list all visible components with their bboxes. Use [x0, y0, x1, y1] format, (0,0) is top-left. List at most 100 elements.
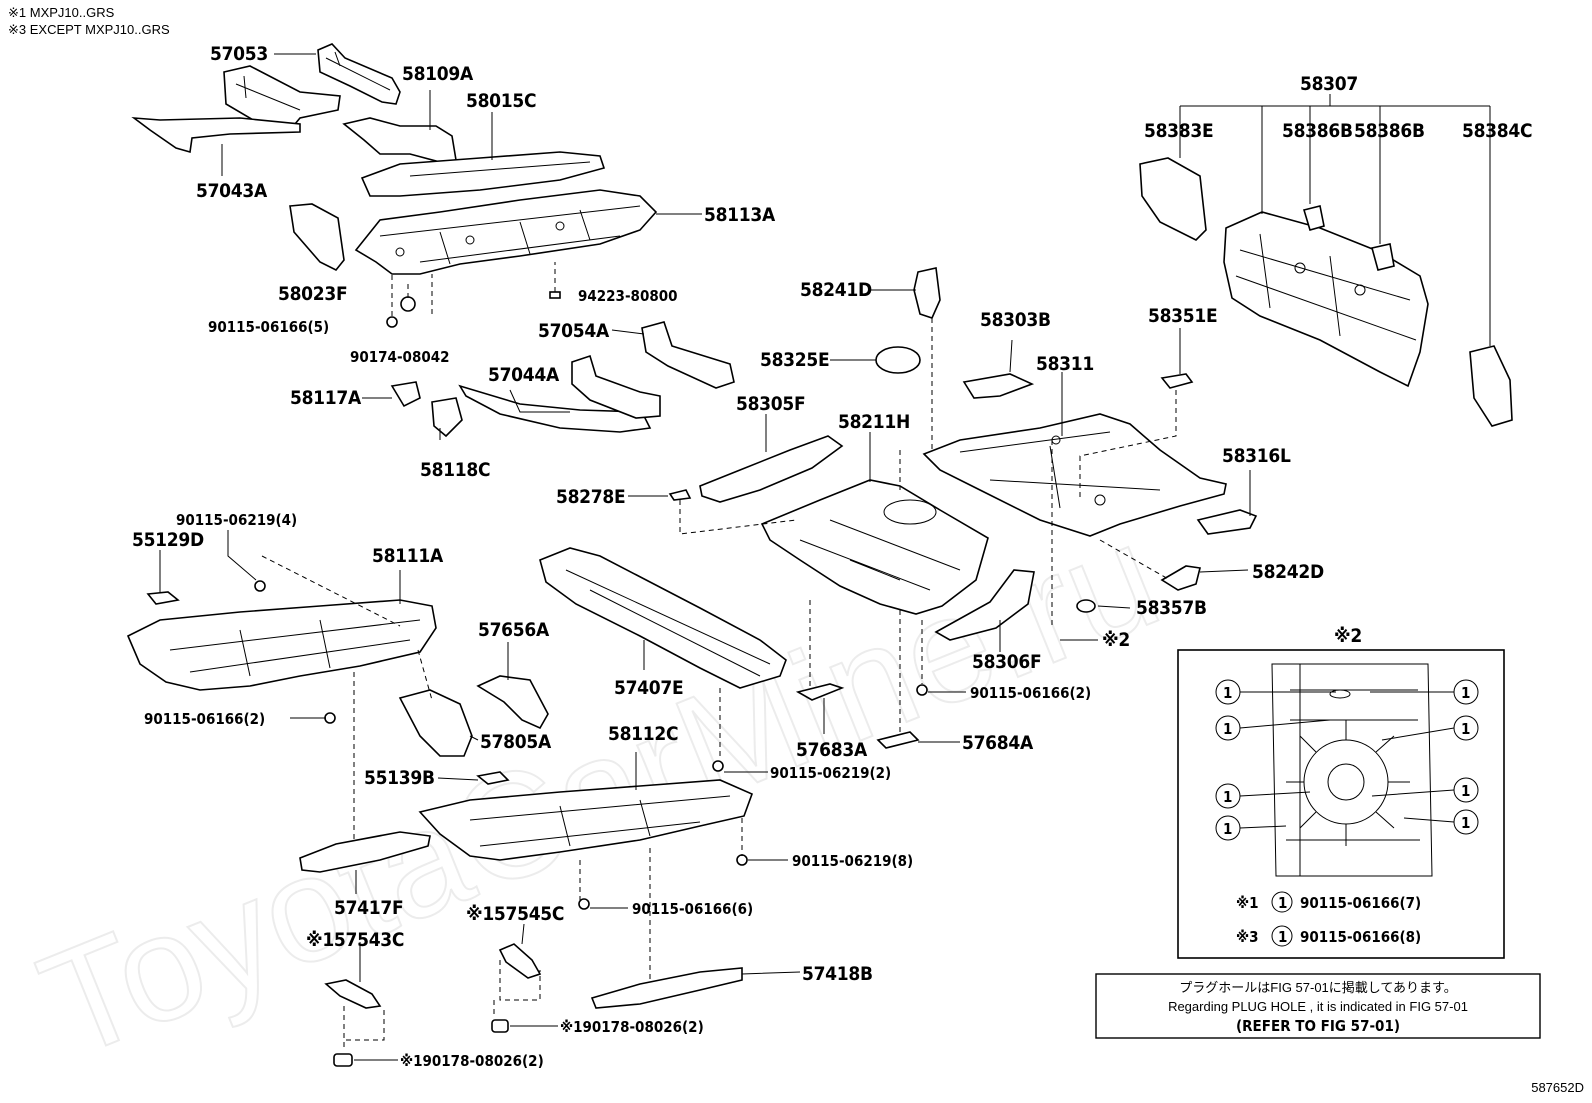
part-58316L[interactable]: [1196, 509, 1258, 535]
part-57683A[interactable]: [795, 683, 845, 701]
label-90115-06166-2a: 90115-06166(2): [144, 710, 265, 728]
label-57543C: ※157543C: [306, 929, 404, 951]
part-58118C[interactable]: [431, 397, 463, 438]
part-58023F[interactable]: [289, 203, 345, 272]
part-57543C[interactable]: [324, 979, 382, 1009]
part-58242D[interactable]: [1160, 565, 1201, 591]
bolt-90115-06219-4[interactable]: [254, 580, 266, 592]
bolt-90115-06219-2[interactable]: [712, 760, 724, 772]
label-55139B: 55139B: [364, 767, 435, 789]
part-58111A[interactable]: [126, 599, 437, 691]
bolt-90115-06166-2a[interactable]: [324, 712, 336, 724]
label-58386B-1: 58386B: [1282, 120, 1353, 142]
part-57656A[interactable]: [476, 675, 549, 730]
part-58384C[interactable]: [1469, 345, 1513, 427]
part-58113A[interactable]: [354, 189, 658, 275]
bolt-90115-06166-5[interactable]: [386, 316, 398, 328]
part-57053[interactable]: [317, 43, 401, 105]
part-57805A[interactable]: [398, 689, 473, 757]
part-58109A[interactable]: [342, 117, 457, 163]
leader-lines: [159, 53, 1491, 1061]
svg-text:1: 1: [1461, 782, 1470, 800]
label-58211H: 58211H: [838, 411, 910, 433]
label-58118C: 58118C: [420, 459, 490, 481]
part-58112C[interactable]: [418, 779, 754, 861]
part-58211H[interactable]: [760, 479, 989, 615]
label-58303B: 58303B: [980, 309, 1051, 331]
dashed-assembly-lines: [261, 318, 1177, 1050]
part-58306F[interactable]: [934, 569, 1035, 641]
notice-frame: [1095, 973, 1541, 1039]
bolt-90115-06166-6[interactable]: [578, 898, 590, 910]
part-58241D[interactable]: [913, 267, 941, 319]
label-90178-08026b: ※190178-08026(2): [400, 1052, 544, 1070]
label-58015C: 58015C: [466, 90, 536, 112]
part-58307[interactable]: [1223, 211, 1429, 388]
part-58278E[interactable]: [668, 489, 692, 501]
label-58325E: 58325E: [760, 349, 829, 371]
label-58383E: 58383E: [1144, 120, 1213, 142]
label-55129D: 55129D: [132, 529, 204, 551]
label-58357B: 58357B: [1136, 597, 1207, 619]
part-58357B[interactable]: [1076, 599, 1096, 613]
part-58383E[interactable]: [1139, 157, 1207, 241]
nut-90174-08042[interactable]: [400, 296, 416, 312]
part-58325E[interactable]: [875, 346, 921, 374]
part-58386B-1[interactable]: [1302, 205, 1325, 231]
svg-text:1: 1: [1461, 720, 1470, 738]
label-57684A: 57684A: [962, 732, 1034, 754]
inset-callouts: 1 1 1 1 1 1 1 1: [1215, 679, 1479, 841]
label-57805A: 57805A: [480, 731, 552, 753]
part-58351E[interactable]: [1160, 373, 1194, 389]
label-57044A: 57044A: [488, 364, 560, 386]
part-57054A[interactable]: [641, 321, 735, 389]
label-57407E: 57407E: [614, 677, 683, 699]
label-57043A: 57043A: [196, 180, 268, 202]
label-57683A: 57683A: [796, 739, 868, 761]
bolt-90115-06219-8[interactable]: [736, 854, 748, 866]
nut-90178-08026b[interactable]: [333, 1053, 353, 1067]
inset-title: ※2: [1334, 625, 1362, 647]
nut-90178-08026a[interactable]: [491, 1019, 509, 1033]
part-58386B-2[interactable]: [1371, 243, 1395, 271]
label-90115-06219-8: 90115-06219(8): [792, 852, 913, 870]
plug-94223-80800[interactable]: [549, 291, 561, 299]
part-57545C[interactable]: [498, 943, 542, 979]
part-57044A[interactable]: [458, 354, 661, 433]
part-labels: 57053 58109A 58015C 57043A 58113A 58023F…: [132, 43, 1533, 1070]
part-58303B[interactable]: [962, 373, 1035, 399]
label-58278E: 58278E: [556, 486, 625, 508]
part-55139B[interactable]: [476, 771, 510, 785]
label-90115-06166-2b: 90115-06166(2): [970, 684, 1091, 702]
svg-text:1: 1: [1223, 788, 1232, 806]
label-58023F: 58023F: [278, 283, 347, 305]
label-58241D: 58241D: [800, 279, 872, 301]
plug-hole-notice: プラグホールはFIG 57-01に掲載してあります。 Regarding PLU…: [1095, 973, 1541, 1039]
label-58386B-2: 58386B: [1354, 120, 1425, 142]
label-90115-06219-4: 90115-06219(4): [176, 511, 297, 529]
label-94223-80800: 94223-80800: [578, 287, 678, 305]
part-57043A[interactable]: [131, 65, 341, 154]
part-58305F[interactable]: [699, 435, 844, 503]
part-57418B[interactable]: [590, 967, 743, 1009]
part-57407E[interactable]: [539, 547, 787, 689]
inset-legend-2-part: 90115-06166(8): [1300, 928, 1421, 946]
label-90115-06166-5: 90115-06166(5): [208, 318, 329, 336]
label-90174-08042: 90174-08042: [350, 348, 450, 366]
part-58117A[interactable]: [390, 381, 421, 408]
bolt-90115-06166-2b[interactable]: [916, 684, 928, 696]
inset-legend-1-mark: ※1: [1236, 894, 1259, 912]
inset-legend-2-num: 1: [1278, 928, 1287, 946]
label-90178-08026a: ※190178-08026(2): [560, 1018, 704, 1036]
label-ref-k2: ※2: [1102, 629, 1130, 651]
header-note-2: ※3 EXCEPT MXPJ10..GRS: [8, 22, 170, 37]
label-58307: 58307: [1300, 73, 1358, 95]
part-55129D[interactable]: [146, 591, 180, 605]
part-57417F[interactable]: [299, 831, 431, 873]
label-58384C: 58384C: [1462, 120, 1532, 142]
part-58015C[interactable]: [360, 151, 606, 197]
part-57684A[interactable]: [876, 731, 920, 749]
part-58311[interactable]: [922, 413, 1227, 537]
